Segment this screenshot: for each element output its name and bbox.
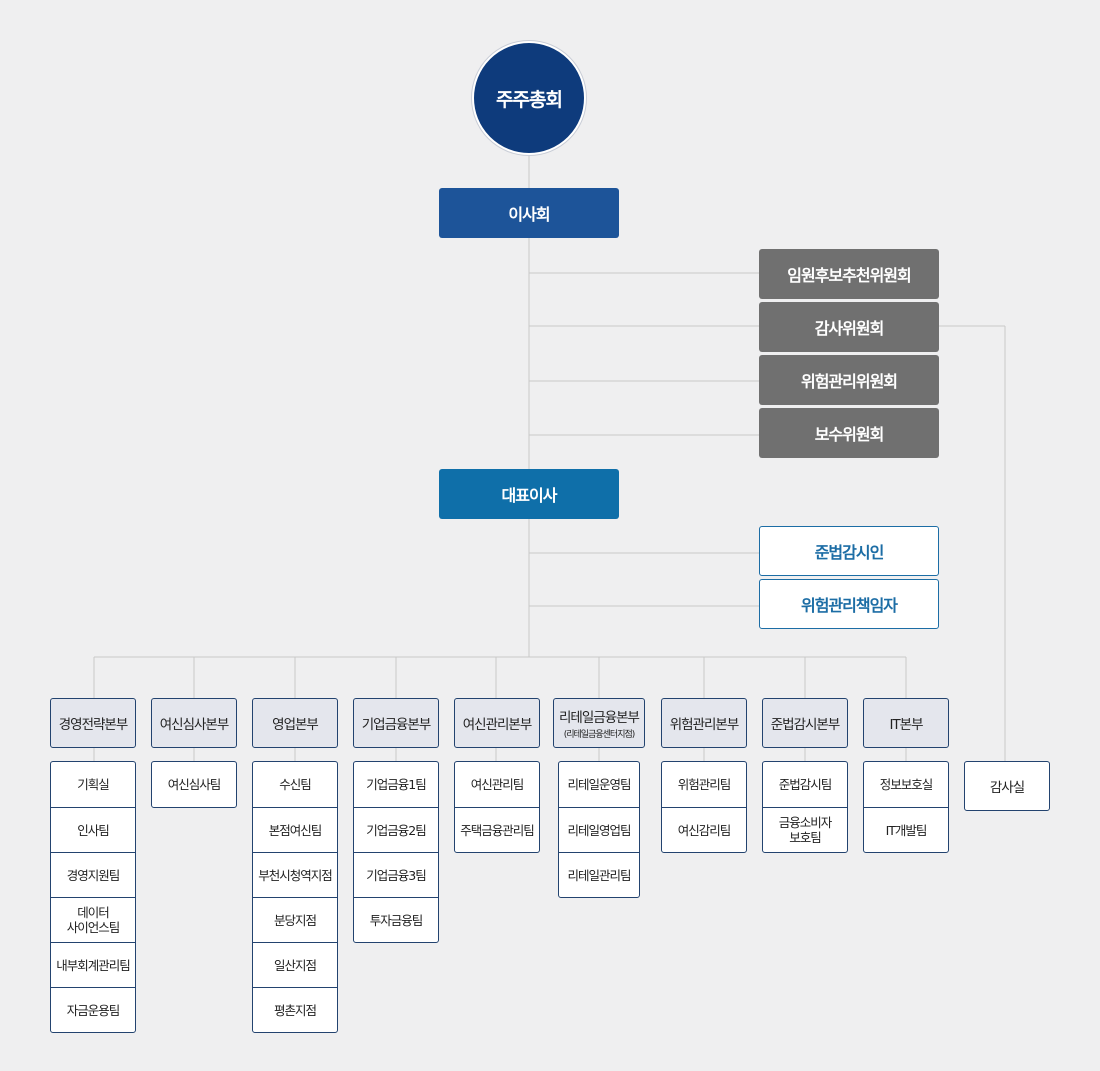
division-name: 준법감시본부 [770,717,841,733]
division-node: 경영전략본부 [50,698,136,748]
division-name: 여신관리본부 [462,717,533,733]
division-node: 준법감시본부 [762,698,848,748]
team-item: 여신관리팀 [470,777,525,792]
ceo-node: 대표이사 [439,469,619,519]
team-item: 리테일운영팀 [567,777,631,792]
risk-officer-node: 위험관리책임자 [759,579,939,629]
team-item: 자금운용팀 [51,987,135,1032]
committee-label: 보수위원회 [814,425,885,444]
division-name: IT본부 [889,717,923,733]
team-item: 경영지원팀 [51,852,135,897]
division-name: 기업금융본부 [361,717,432,733]
team-item: 기업금융1팀 [366,777,426,792]
officer-label: 위험관리책임자 [800,596,898,615]
team-item: 여신심사팀 [167,777,222,792]
team-item: 위험관리팀 [677,777,732,792]
shareholders-meeting-node: 주주총회 [472,41,586,155]
board-of-directors-node: 이사회 [439,188,619,238]
team-item: 분당지점 [253,897,337,942]
team-item: IT개발팀 [864,807,948,852]
audit-room-node: 감사실 [964,761,1050,811]
team-list: 수신팀 본점여신팀 부천시청역지점 분당지점 일산지점 평촌지점 [252,761,338,1033]
team-item: 수신팀 [279,777,312,792]
division-subname: (리테일금융센터지점) [563,730,636,740]
division-name: 위험관리본부 [669,717,740,733]
team-list: 위험관리팀 여신감리팀 [661,761,747,853]
team-item: 내부회계관리팀 [51,942,135,987]
committee-risk-node: 위험관리위원회 [759,355,939,405]
audit-room-label: 감사실 [989,780,1025,796]
committee-nomination-node: 임원후보추천위원회 [759,249,939,299]
compliance-officer-node: 준법감시인 [759,526,939,576]
team-item: 투자금융팀 [354,897,438,942]
division-node: 기업금융본부 [353,698,439,748]
team-item: 주택금융관리팀 [455,807,539,852]
team-list: 리테일운영팀 리테일영업팀 리테일관리팀 [558,761,640,898]
committee-label: 감사위원회 [814,319,885,338]
division-node: 리테일금융본부 (리테일금융센터지점) [553,698,645,748]
division-node: 여신관리본부 [454,698,540,748]
committee-audit-node: 감사위원회 [759,302,939,352]
team-item: 여신감리팀 [662,807,746,852]
board-label: 이사회 [508,205,550,224]
team-list: 준법감시팀 금융소비자 보호팀 [762,761,848,853]
team-item: 리테일관리팀 [559,852,639,897]
team-list: 기획실 인사팀 경영지원팀 데이터 사이언스팀 내부회계관리팀 자금운용팀 [50,761,136,1033]
committee-label: 위험관리위원회 [800,372,898,391]
division-node: 위험관리본부 [661,698,747,748]
team-item: 데이터 사이언스팀 [51,897,135,942]
division-node: 영업본부 [252,698,338,748]
division-name: 여신심사본부 [159,717,230,733]
team-item: 정보보호실 [879,777,934,792]
team-item: 금융소비자 보호팀 [763,807,847,852]
team-item: 일산지점 [253,942,337,987]
team-item: 본점여신팀 [253,807,337,852]
division-node: 여신심사본부 [151,698,237,748]
ceo-label: 대표이사 [501,486,558,505]
shareholders-meeting-label: 주주총회 [496,88,563,111]
division-name: 리테일금융본부 [559,710,640,726]
committee-compensation-node: 보수위원회 [759,408,939,458]
team-list: 여신관리팀 주택금융관리팀 [454,761,540,853]
team-list: 정보보호실 IT개발팀 [863,761,949,853]
team-item: 부천시청역지점 [253,852,337,897]
team-list: 여신심사팀 [151,761,237,808]
division-name: 영업본부 [272,717,319,733]
team-item: 기업금융3팀 [354,852,438,897]
committee-label: 임원후보추천위원회 [787,266,911,285]
team-item: 리테일영업팀 [559,807,639,852]
officer-label: 준법감시인 [814,543,885,562]
team-item: 기업금융2팀 [354,807,438,852]
team-item: 평촌지점 [253,987,337,1032]
division-name: 경영전략본부 [58,717,129,733]
team-item: 준법감시팀 [778,777,833,792]
team-item: 인사팀 [51,807,135,852]
team-list: 기업금융1팀 기업금융2팀 기업금융3팀 투자금융팀 [353,761,439,943]
team-item: 기획실 [77,777,110,792]
division-node: IT본부 [863,698,949,748]
